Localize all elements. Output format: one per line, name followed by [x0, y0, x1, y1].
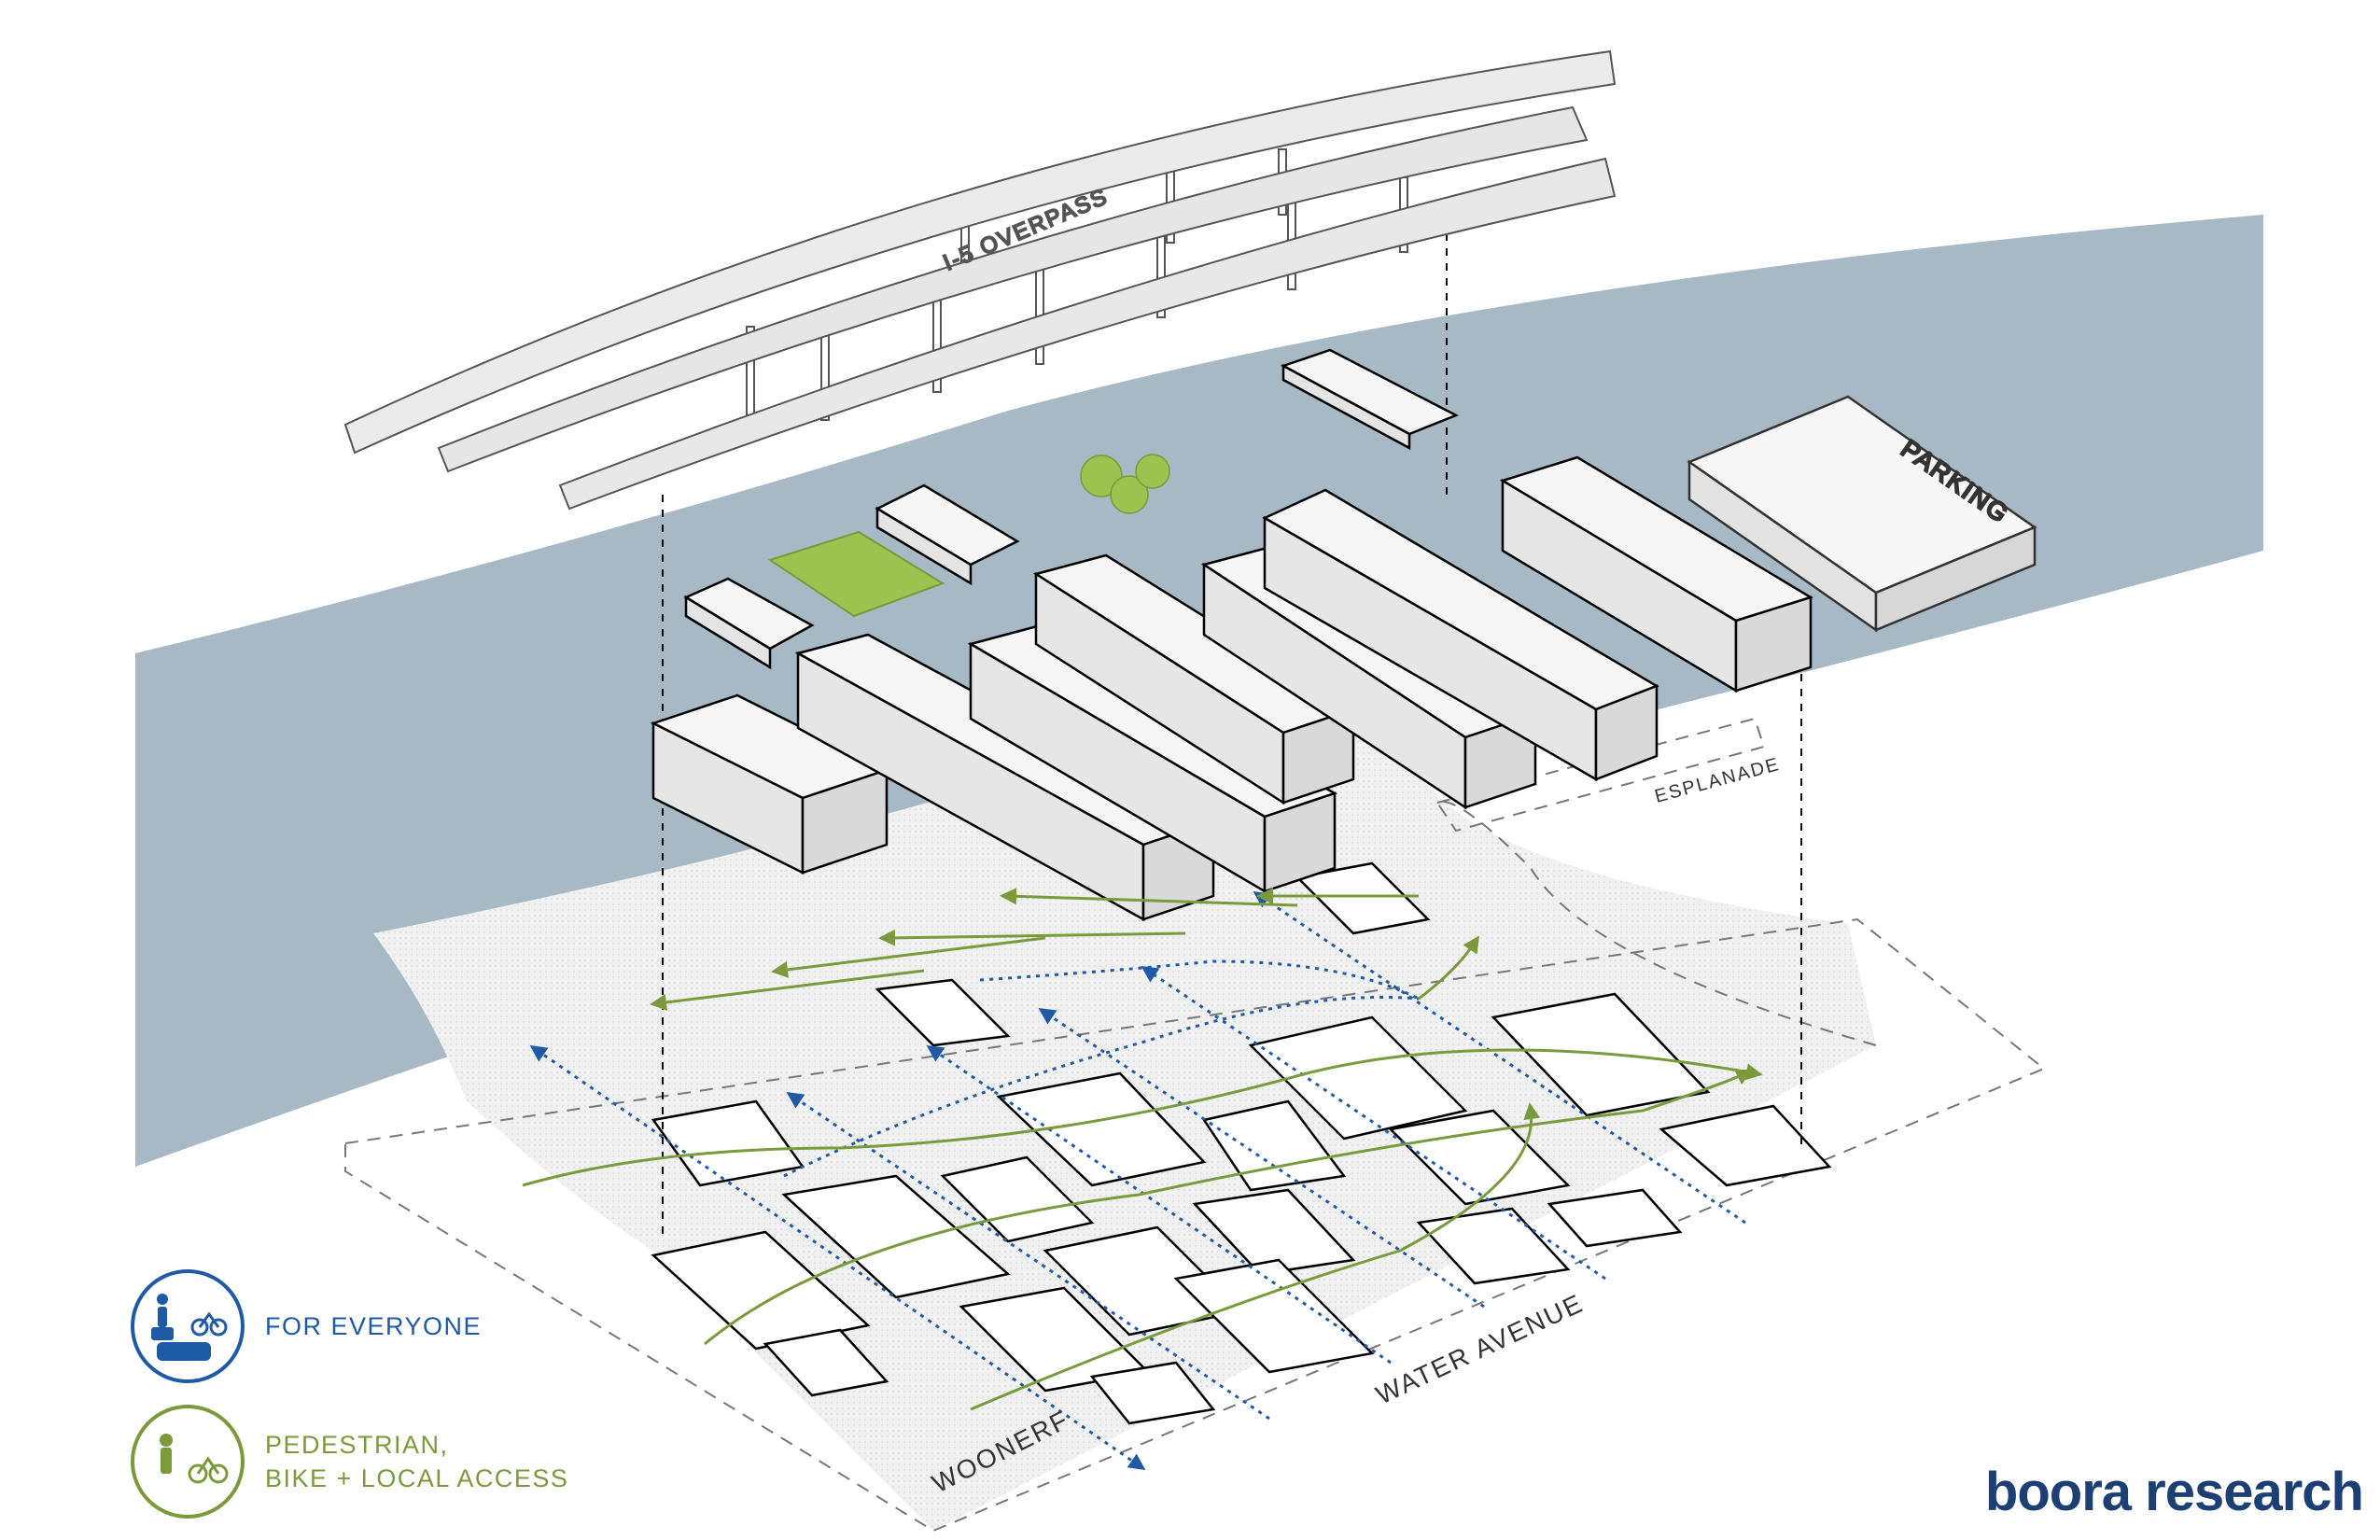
sports-field [767, 530, 945, 618]
projection-lines [662, 233, 1802, 1241]
pedestrian-bike-icon [131, 1405, 245, 1519]
small-buildings [683, 348, 1459, 670]
street-outline [344, 717, 2046, 1533]
brand-logo: boora research [1984, 1462, 2364, 1522]
legend-label: PEDESTRIAN, [265, 1431, 449, 1459]
legend: FOR EVERYONE PEDESTRIAN, BIKE + LOCAL AC… [131, 1269, 784, 1519]
legend-item-pedestrian-bike: PEDESTRIAN, BIKE + LOCAL ACCESS [131, 1405, 568, 1519]
water-avenue-label: WATER AVENUE [1371, 1288, 1588, 1409]
green-circles [1080, 454, 1170, 514]
overpass-deck-3 [558, 157, 1617, 511]
market-halls [650, 455, 1814, 922]
pedestrian-bike-car-icon [131, 1269, 245, 1383]
overpass-deck-1 [343, 49, 1617, 455]
legend-label: FOR EVERYONE [265, 1312, 483, 1340]
legend-item-for-everyone: FOR EVERYONE [131, 1269, 482, 1383]
overpass: I-5 OVERPASS [343, 49, 1617, 511]
shared-routes [529, 890, 1746, 1471]
esplanade-label: ESPLANADE [1653, 754, 1783, 807]
legend-label-line2: BIKE + LOCAL ACCESS [265, 1464, 569, 1492]
overpass-deck-2 [437, 105, 1589, 473]
local-routes [522, 888, 1763, 1411]
